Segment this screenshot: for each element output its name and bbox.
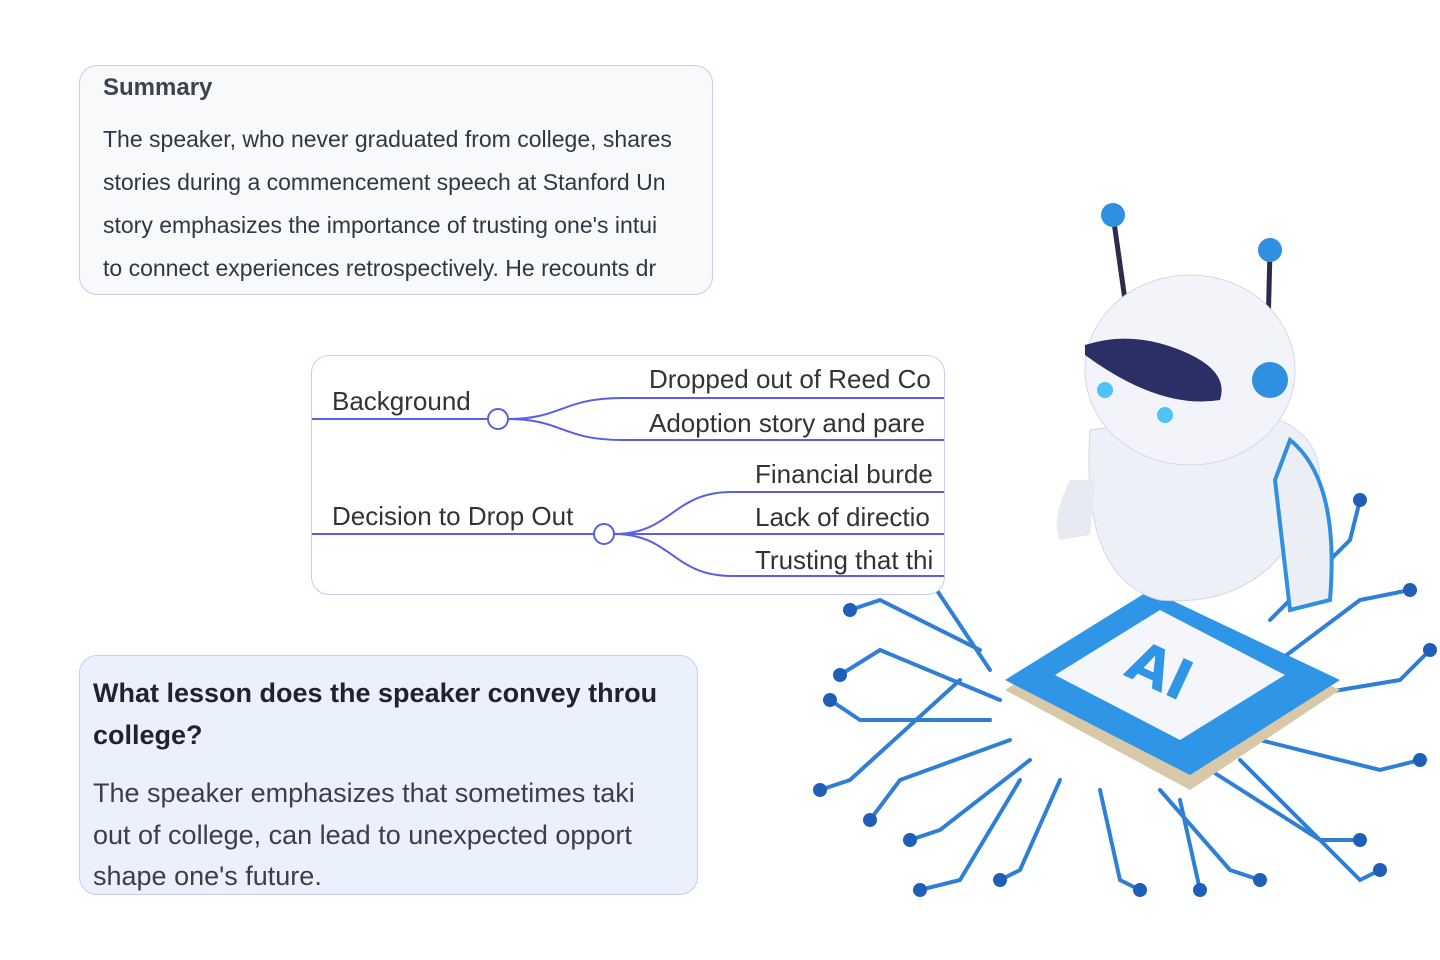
edge — [507, 397, 944, 420]
question-line: college? — [93, 720, 203, 750]
answer-line: out of college, can lead to unexpected o… — [93, 820, 632, 850]
mindmap-card: Background Dropped out of Reed Co Adopti… — [311, 355, 945, 595]
mindmap-node[interactable]: Decision to Drop Out — [332, 501, 574, 531]
mindmap-node[interactable]: Background — [332, 386, 471, 416]
edge — [613, 491, 944, 535]
edge — [507, 418, 944, 441]
mindmap-node[interactable]: Lack of directio — [755, 502, 930, 532]
mindmap-node[interactable]: Adoption story and pare — [649, 408, 926, 438]
summary-title: Summary — [103, 74, 213, 101]
mindmap-node[interactable]: Dropped out of Reed Co — [649, 364, 931, 394]
circuit-traces — [818, 498, 1432, 892]
robot-illustration: AI — [813, 203, 1437, 897]
mindmap-edges — [312, 397, 944, 577]
robot — [1056, 203, 1334, 613]
answer-line: The speaker emphasizes that sometimes ta… — [93, 778, 635, 808]
qa-card: What lesson does the speaker convey thro… — [79, 655, 698, 895]
summary-line: The speaker, who never graduated from co… — [103, 126, 672, 152]
summary-line: to connect experiences retrospectively. … — [103, 255, 657, 281]
summary-line: stories during a commencement speech at … — [103, 169, 666, 195]
circuit-nodes — [813, 493, 1437, 897]
ai-chip: AI — [1005, 590, 1340, 790]
question-line: What lesson does the speaker convey thro… — [93, 678, 658, 708]
mindmap-node[interactable]: Trusting that thi — [755, 545, 934, 575]
mindmap-node[interactable]: Financial burde — [755, 459, 933, 489]
answer-line: shape one's future. — [93, 861, 322, 891]
summary-card: Summary The speaker, who never graduated… — [79, 65, 713, 295]
collapse-node-toggle — [593, 523, 615, 545]
edge — [613, 533, 944, 577]
summary-line: story emphasizes the importance of trust… — [103, 212, 658, 238]
collapse-node-toggle — [487, 408, 509, 430]
